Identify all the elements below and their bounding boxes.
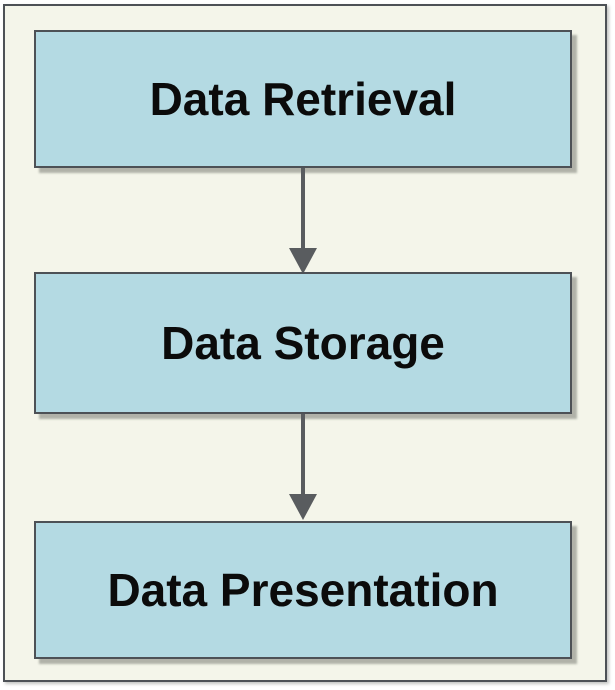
flow-node-data-presentation: Data Presentation <box>34 521 572 659</box>
arrow-head-icon <box>289 494 317 520</box>
node-label-data-retrieval: Data Retrieval <box>149 73 457 125</box>
node-label-data-presentation: Data Presentation <box>107 564 499 616</box>
arrow-line-storage-to-presentation <box>301 414 305 496</box>
flow-node-data-storage: Data Storage <box>34 272 572 414</box>
flow-node-data-retrieval: Data Retrieval <box>34 30 572 168</box>
arrow-head-icon <box>289 248 317 274</box>
node-label-data-storage: Data Storage <box>161 317 445 369</box>
arrow-line-retrieval-to-storage <box>301 168 305 250</box>
